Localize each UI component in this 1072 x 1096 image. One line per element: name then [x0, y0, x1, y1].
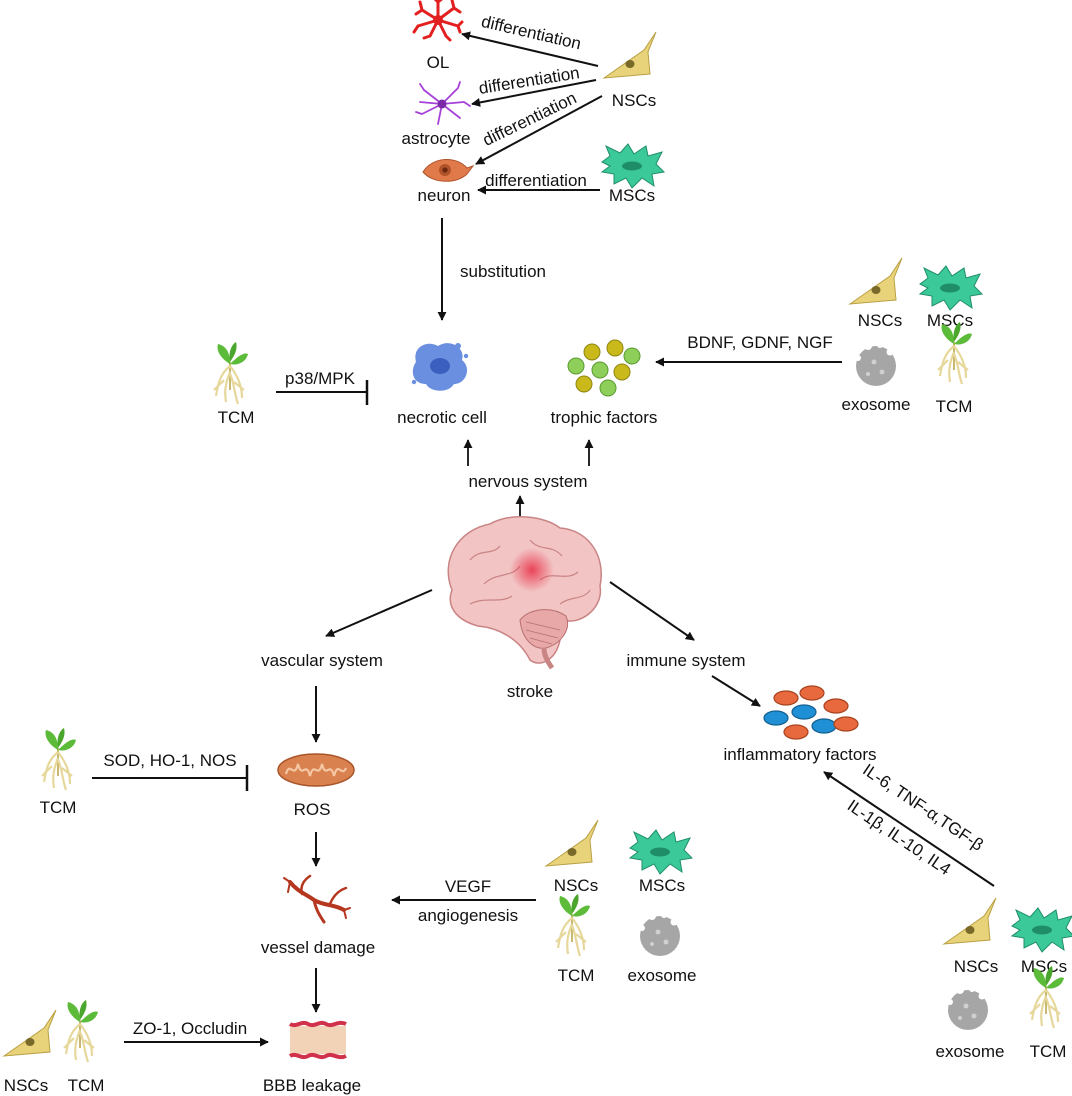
- tcm-icon-nervous: [212, 340, 250, 406]
- exosome-label-vascular: exosome: [628, 966, 697, 985]
- tcm-icon-vascular-right: [554, 892, 592, 958]
- vessel-damage-icon: [283, 874, 351, 924]
- neuron-icon: [422, 159, 475, 182]
- label-differentiation-neuron-mscs: differentiation: [485, 171, 587, 190]
- mscs-label-immune: MSCs: [1021, 957, 1067, 976]
- tcm-label-vascular-right: TCM: [558, 966, 595, 985]
- mscs-icon-nervous: [919, 265, 983, 311]
- vascular-system-label: vascular system: [261, 651, 383, 670]
- astrocyte-label: astrocyte: [402, 129, 471, 148]
- nscs-icon-nervous: [849, 257, 903, 305]
- tcm-label-nervous-right: TCM: [936, 397, 973, 416]
- nscs-label-vascular: NSCs: [554, 876, 598, 895]
- mscs-label-nervous: MSCs: [927, 311, 973, 330]
- exosome-label-immune: exosome: [936, 1042, 1005, 1061]
- bbb-icon: [288, 1020, 347, 1060]
- nscs-label-immune: NSCs: [954, 957, 998, 976]
- arrow-brain-to-immune: [609, 581, 695, 641]
- mscs-icon-immune: [1011, 907, 1072, 953]
- arrow-brain-to-vascular: [325, 589, 433, 637]
- arrow-cytokines: [823, 771, 995, 887]
- nervous-system-label: nervous system: [468, 472, 587, 491]
- mscs-label-top: MSCs: [609, 186, 655, 205]
- label-bdnf-gdnf-ngf: BDNF, GDNF, NGF: [687, 333, 832, 352]
- trophic-factors-icon: [567, 339, 641, 397]
- necrotic-cell-label: necrotic cell: [397, 408, 487, 427]
- neuron-label: neuron: [418, 186, 471, 205]
- exosome-icon-vascular: [639, 912, 680, 956]
- immune-system-label: immune system: [626, 651, 745, 670]
- tcm-icon-nervous-right: [936, 320, 974, 386]
- tcm-label-immune: TCM: [1030, 1042, 1067, 1061]
- bbb-leakage-label: BBB leakage: [263, 1076, 361, 1095]
- tcm-label-nervous: TCM: [218, 408, 255, 427]
- arrow-nscs-to-ol: [461, 31, 599, 67]
- ros-icon: [277, 753, 355, 787]
- label-vegf: VEGF: [445, 877, 491, 896]
- astrocyte-icon: [415, 81, 471, 125]
- tcm-label-vascular: TCM: [40, 798, 77, 817]
- nscs-label-nervous: NSCs: [858, 311, 902, 330]
- arrow-nscs-to-neuron: [475, 95, 603, 165]
- label-angiogenesis: angiogenesis: [418, 906, 518, 925]
- nscs-icon-top: [603, 31, 657, 79]
- tcm-icon-vascular: [40, 726, 78, 792]
- vessel-damage-label: vessel damage: [261, 938, 375, 957]
- ros-label: ROS: [294, 800, 331, 819]
- ol-label: OL: [427, 53, 450, 72]
- exosome-icon-immune: [947, 986, 988, 1030]
- nscs-icon-bbb: [3, 1009, 57, 1057]
- tcm-icon-bbb: [62, 998, 100, 1064]
- nscs-icon-immune: [943, 897, 997, 945]
- trophic-factors-label: trophic factors: [551, 408, 658, 427]
- nscs-icon-vascular: [545, 819, 599, 867]
- label-differentiation-ol: differentiation: [480, 12, 583, 53]
- arrow-nscs-to-astrocyte: [471, 79, 597, 107]
- brain-icon: [447, 516, 602, 670]
- ol-icon: [412, 0, 464, 42]
- label-differentiation-neuron-nscs: differentiation: [480, 88, 580, 150]
- inflammatory-factors-label: inflammatory factors: [723, 745, 876, 764]
- label-sod-ho1-nos: SOD, HO-1, NOS: [103, 751, 236, 770]
- arrow-immune-to-inflammatory: [711, 675, 761, 707]
- exosome-icon-nervous: [855, 342, 896, 386]
- label-substitution: substitution: [460, 262, 546, 281]
- label-zo1-occludin: ZO-1, Occludin: [133, 1019, 247, 1038]
- nscs-label-top: NSCs: [612, 91, 656, 110]
- nscs-label-bbb: NSCs: [4, 1076, 48, 1095]
- exosome-label-nervous: exosome: [842, 395, 911, 414]
- necrotic-cell-icon: [411, 343, 469, 391]
- stroke-label: stroke: [507, 682, 553, 701]
- mscs-label-vascular: MSCs: [639, 876, 685, 895]
- inflammatory-factors-icon: [763, 685, 859, 740]
- tcm-label-bbb: TCM: [68, 1076, 105, 1095]
- label-p38-mpk: p38/MPK: [285, 369, 356, 388]
- mscs-icon-top: [601, 143, 665, 189]
- mscs-icon-vascular: [629, 829, 693, 875]
